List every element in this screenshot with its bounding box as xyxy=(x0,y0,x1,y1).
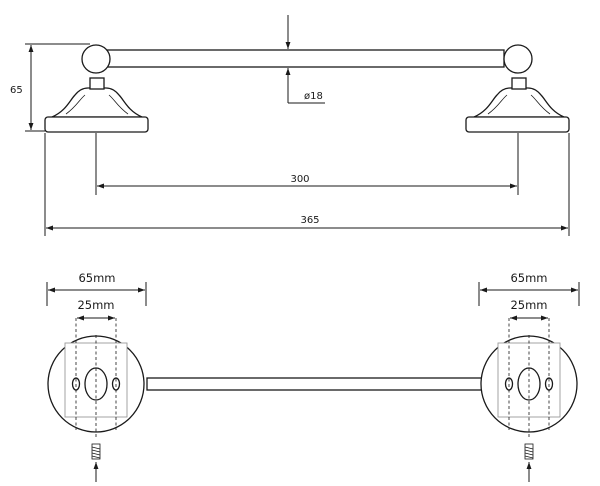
height-label: 65 xyxy=(10,85,23,96)
left-hole-spacing-label: 25mm xyxy=(77,298,114,312)
left-hole-spacing-dimension: 25mm xyxy=(77,298,115,321)
center-distance-label: 300 xyxy=(290,174,309,185)
right-bracket xyxy=(465,44,570,133)
height-dimension: 65 xyxy=(10,43,90,132)
mounting-view: 65mm 25mm 65mm 25mm xyxy=(46,271,580,482)
left-base-width-dimension: 65mm xyxy=(46,271,147,306)
right-base-plate xyxy=(480,318,578,482)
right-hole-spacing-dimension: 25mm xyxy=(510,298,548,321)
left-screw xyxy=(91,443,101,482)
right-base-width-dimension: 65mm xyxy=(478,271,580,306)
side-elevation-view: 65 ø18 300 365 xyxy=(10,15,570,236)
rail-bar xyxy=(103,49,505,68)
diameter-label: ø18 xyxy=(304,91,323,102)
center-distance-dimension: 300 xyxy=(97,174,517,189)
right-hole-spacing-label: 25mm xyxy=(510,298,547,312)
left-base-plate xyxy=(47,318,145,482)
diameter-dimension: ø18 xyxy=(285,15,325,104)
overall-length-label: 365 xyxy=(300,215,319,226)
plan-rail-bar xyxy=(146,377,483,391)
right-screw xyxy=(524,443,534,482)
right-base-width-label: 65mm xyxy=(510,271,547,285)
left-bracket xyxy=(44,44,149,133)
left-base-width-label: 65mm xyxy=(78,271,115,285)
overall-length-dimension: 365 xyxy=(46,215,568,231)
